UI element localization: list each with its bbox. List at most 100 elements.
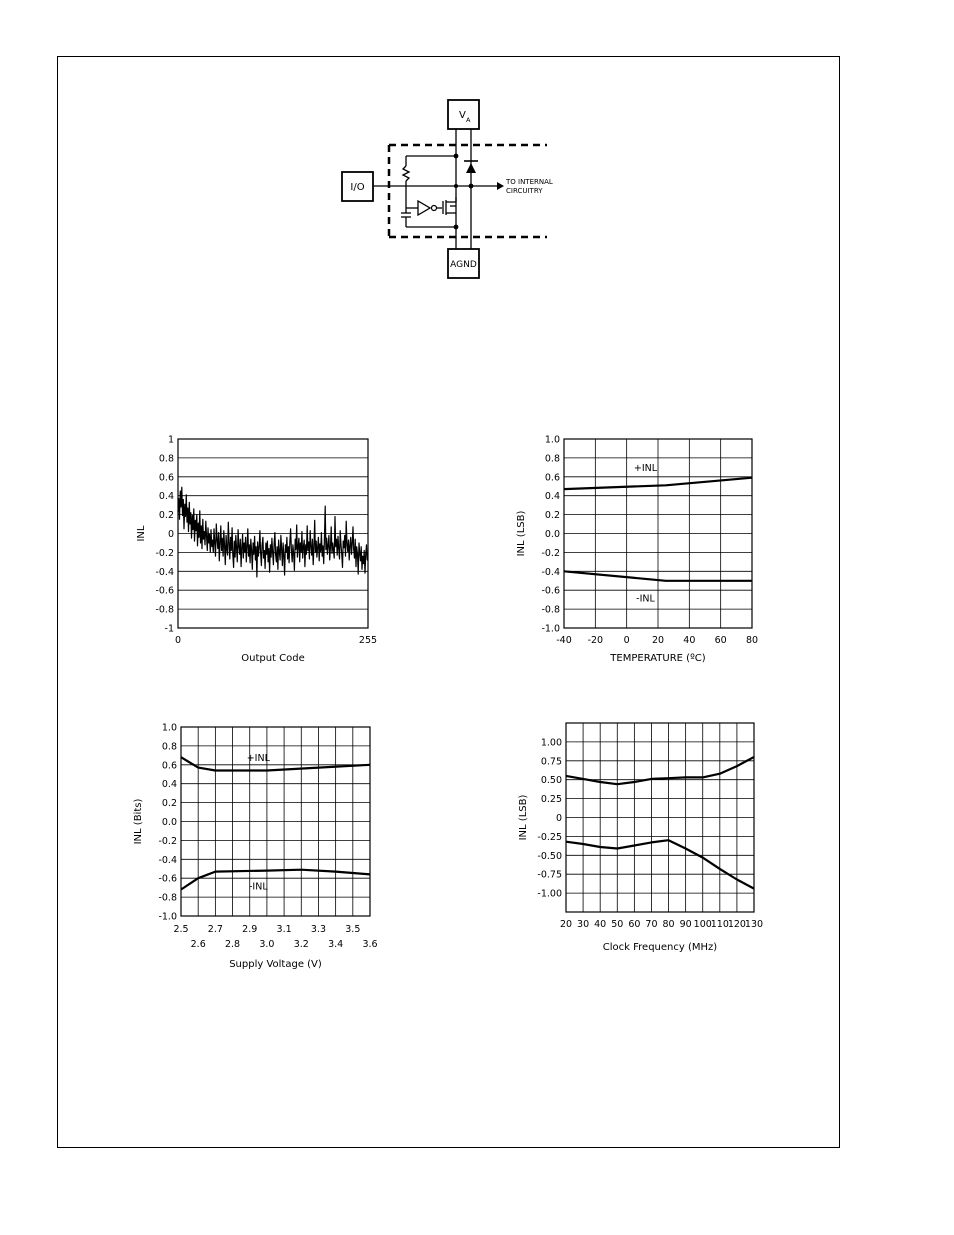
x-tick-label: -40 [556, 635, 572, 646]
y-tick-label: 0.8 [545, 453, 560, 464]
resistor [401, 165, 411, 182]
x-tick-label: 120 [728, 919, 746, 930]
x-tick-label: 80 [746, 635, 758, 646]
y-tick-label: 0.2 [159, 510, 174, 521]
series-label: +INL [247, 753, 271, 764]
inverter-bubble [430, 204, 438, 212]
agnd-label: AGND [450, 260, 477, 270]
y-tick-label: -1.00 [537, 889, 562, 900]
x-tick-label-top: 2.9 [242, 924, 257, 935]
y-tick-label: -0.4 [158, 855, 177, 866]
va-label: V [459, 110, 466, 121]
diode-triangle [466, 163, 476, 173]
plot-frame [180, 726, 371, 917]
x-tick-label: 255 [359, 635, 377, 646]
y-tick-label: -1 [165, 624, 174, 635]
y-tick-label: 1.0 [162, 723, 177, 734]
x-tick-label-bottom: 3.4 [328, 939, 343, 950]
y-tick-label: 0.4 [162, 779, 177, 790]
x-tick-label: 20 [652, 635, 664, 646]
y-tick-label: 0.6 [162, 760, 177, 771]
x-tick-label-bottom: 2.6 [191, 939, 206, 950]
series-line-1 [565, 839, 755, 890]
y-axis-label: INL (LSB) [518, 795, 529, 841]
x-tick-label: 50 [611, 919, 623, 930]
va-subscript: A [466, 116, 471, 124]
x-axis-label: Output Code [241, 653, 305, 664]
y-tick-label: -0.50 [537, 851, 562, 862]
x-tick-label: 70 [645, 919, 657, 930]
y-tick-label: 0.2 [162, 798, 177, 809]
y-tick-label: 0.2 [545, 510, 560, 521]
y-tick-label: -0.6 [158, 874, 177, 885]
x-tick-label-bottom: 3.0 [259, 939, 274, 950]
x-tick-label: 130 [745, 919, 763, 930]
to-internal-label-2: CIRCUITRY [506, 187, 543, 195]
x-tick-label: 80 [662, 919, 674, 930]
x-tick-label: 40 [683, 635, 695, 646]
plot-frame [563, 438, 753, 629]
y-tick-label: 1.0 [545, 435, 560, 446]
x-tick-label-top: 2.5 [173, 924, 188, 935]
arrow-head [497, 182, 504, 190]
y-tick-label: -0.75 [537, 870, 562, 881]
series-line-1 [563, 570, 752, 582]
x-tick-label-top: 3.5 [345, 924, 360, 935]
y-tick-label: -0.6 [541, 586, 560, 597]
x-tick-label-top: 3.1 [277, 924, 292, 935]
series-line-0 [180, 756, 371, 772]
y-tick-label: 0.8 [162, 741, 177, 752]
x-tick-label: 110 [711, 919, 729, 930]
x-tick-label-top: 2.7 [208, 924, 223, 935]
x-tick-label: 100 [694, 919, 712, 930]
x-tick-label: 60 [628, 919, 640, 930]
y-tick-label: 0.6 [159, 472, 174, 483]
series-label: +INL [634, 463, 658, 474]
y-tick-label: 1 [168, 435, 174, 446]
page-frame [57, 56, 840, 1148]
y-tick-label: -0.4 [155, 567, 174, 578]
x-tick-label: 60 [715, 635, 727, 646]
x-tick-label: 20 [560, 919, 572, 930]
series-label: -INL [249, 882, 268, 893]
y-tick-label: 0.0 [545, 529, 560, 540]
y-tick-label: -0.8 [541, 605, 560, 616]
y-tick-label: 0.6 [545, 472, 560, 483]
x-tick-label-top: 3.3 [311, 924, 326, 935]
y-tick-label: 0.8 [159, 453, 174, 464]
y-tick-label: 0 [168, 529, 174, 540]
y-tick-label: -0.2 [541, 548, 560, 559]
x-tick-label: 30 [577, 919, 589, 930]
x-tick-label: 40 [594, 919, 606, 930]
va-box [447, 99, 480, 130]
x-axis-label: TEMPERATURE (ºC) [609, 653, 705, 664]
y-tick-label: 0.25 [541, 794, 562, 805]
x-tick-label-bottom: 3.2 [294, 939, 309, 950]
y-axis-label: INL (LSB) [516, 511, 527, 557]
x-tick-label: 0 [624, 635, 630, 646]
y-tick-label: -0.4 [541, 567, 560, 578]
y-axis-label: INL (Bits) [133, 799, 144, 845]
series-line-0 [565, 756, 755, 786]
x-tick-label: 90 [680, 919, 692, 930]
x-axis-label: Supply Voltage (V) [229, 959, 322, 970]
x-tick-label: 0 [175, 635, 181, 646]
agnd-box [447, 248, 480, 279]
plot-frame [565, 722, 755, 913]
x-tick-label-bottom: 3.6 [362, 939, 377, 950]
y-tick-label: -0.2 [155, 548, 174, 559]
y-tick-label: -1.0 [158, 912, 177, 923]
series-line-0 [177, 486, 369, 578]
y-tick-label: -1.0 [541, 624, 560, 635]
y-tick-label: -0.8 [158, 893, 177, 904]
y-tick-label: -0.25 [537, 832, 562, 843]
x-tick-label: -20 [588, 635, 604, 646]
to-internal-label-1: TO INTERNAL [505, 178, 553, 186]
y-tick-label: 0.75 [541, 756, 562, 767]
plot-frame [177, 438, 369, 629]
io-label: I/O [350, 182, 364, 193]
series-line-0 [563, 476, 753, 491]
x-axis-label: Clock Frequency (MHz) [603, 942, 717, 953]
